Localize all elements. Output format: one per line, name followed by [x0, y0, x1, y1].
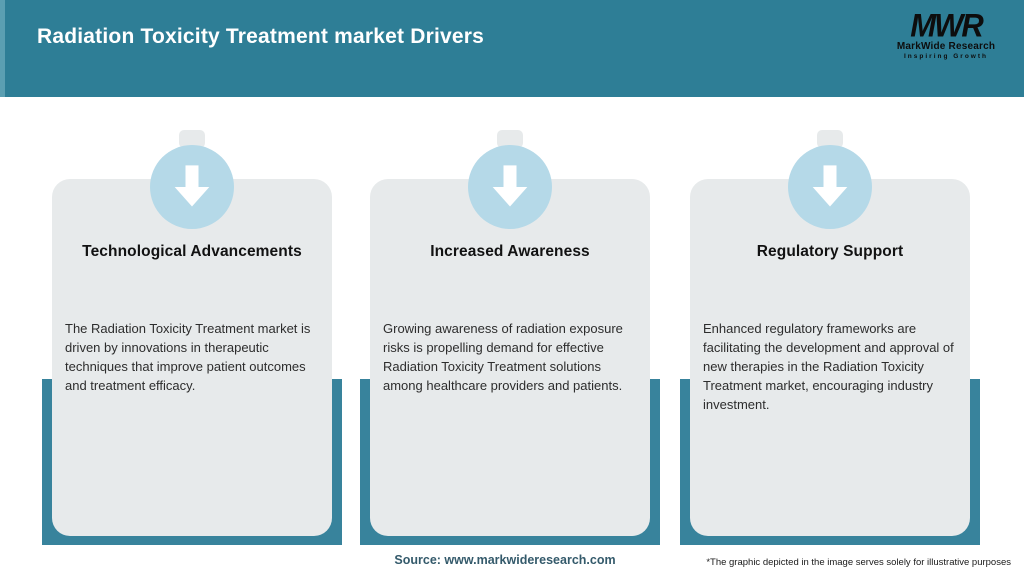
logo-tagline: Inspiring Growth: [904, 53, 988, 60]
arrow-tab: [497, 130, 523, 148]
driver-card: Increased Awareness Growing awareness of…: [370, 179, 650, 536]
card-body-text: Enhanced regulatory frameworks are facil…: [703, 321, 954, 412]
down-arrow-icon: [468, 145, 552, 229]
logo-name: MarkWide Research: [896, 41, 996, 52]
disclaimer-note: *The graphic depicted in the image serve…: [706, 557, 1011, 568]
logo-acronym: MWR: [910, 7, 983, 44]
driver-card: Technological Advancements The Radiation…: [52, 179, 332, 536]
page-title: Radiation Toxicity Treatment market Driv…: [37, 25, 485, 48]
markwide-research-logo: MWR MarkWide Research Inspiring Growth: [886, 7, 1006, 60]
card-title: Regulatory Support: [756, 243, 904, 260]
card-title: Technological Advancements: [82, 243, 302, 260]
arrow-tab: [179, 130, 205, 148]
card-title: Increased Awareness: [430, 243, 590, 260]
header-left-edge-stripe: [0, 0, 5, 97]
card-body-text: The Radiation Toxicity Treatment market …: [65, 321, 311, 393]
driver-card: Regulatory Support Enhanced regulatory f…: [690, 179, 970, 536]
down-arrow-icon: [788, 145, 872, 229]
down-arrow-icon: [150, 145, 234, 229]
card-body-text: Growing awareness of radiation exposure …: [383, 321, 623, 393]
arrow-tab: [817, 130, 843, 148]
source-attribution: Source: www.markwideresearch.com: [394, 553, 616, 567]
header-bar: Radiation Toxicity Treatment market Driv…: [0, 0, 1024, 97]
